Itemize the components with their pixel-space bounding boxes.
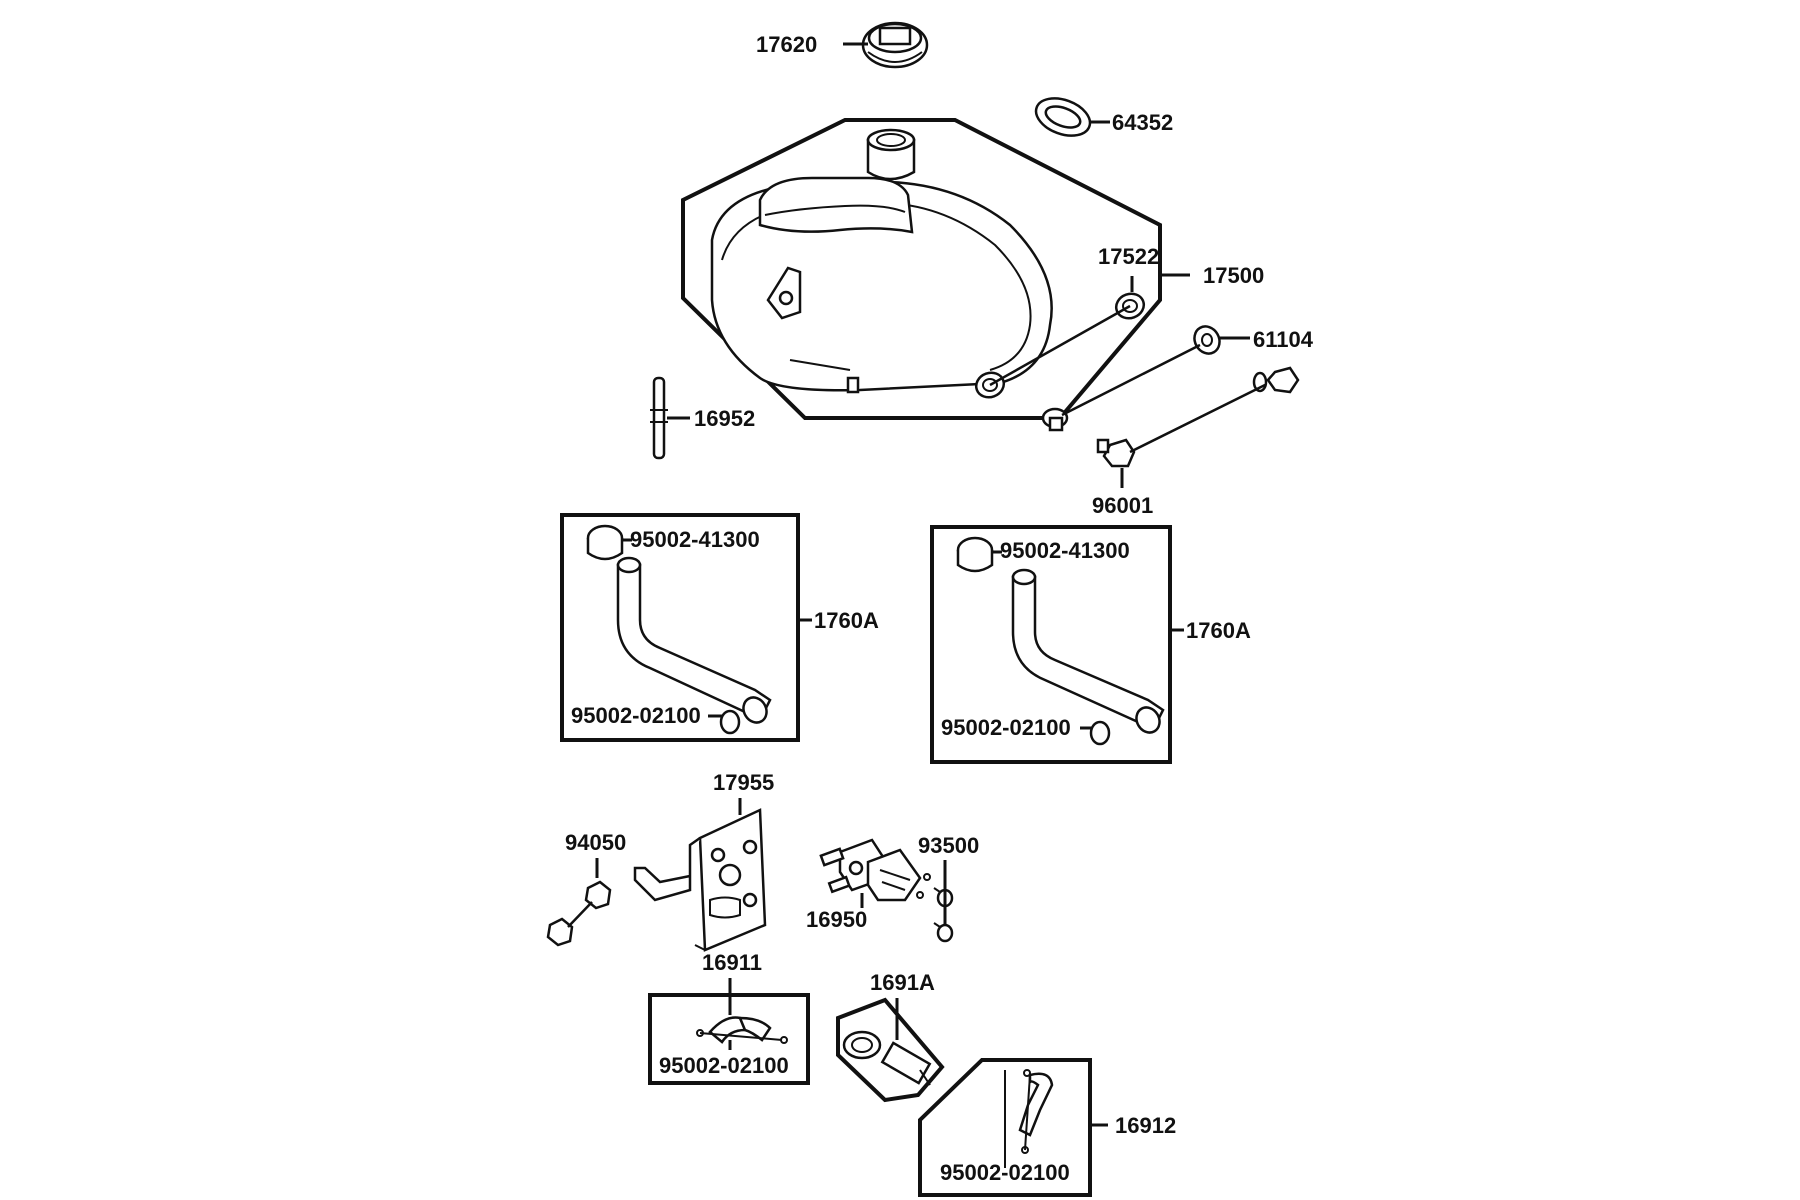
collar-axis-line <box>1061 343 1201 417</box>
label-nut: 94050 <box>565 830 626 855</box>
nut <box>546 880 612 947</box>
screw <box>923 873 954 943</box>
collar <box>1041 325 1221 432</box>
label-tank-grommet: 17522 <box>1098 244 1159 269</box>
hose-16912-frame <box>918 1058 1092 1197</box>
fuel-filter <box>842 1030 932 1086</box>
label-bolt: 96001 <box>1092 493 1153 518</box>
hose-16911 <box>696 1016 788 1044</box>
fuel-filter-frame <box>836 997 945 1103</box>
label-hose-assy-right: 1760A <box>1186 618 1251 643</box>
fuel-cap <box>861 21 929 69</box>
label-clamp-small-left: 95002-02100 <box>571 703 701 728</box>
label-hose-16912: 16912 <box>1115 1113 1176 1138</box>
label-fuel-cap: 17620 <box>756 32 817 57</box>
label-drain-pipe: 16952 <box>694 406 755 431</box>
label-clamp-large-left: 95002-41300 <box>630 527 760 552</box>
hose-16912 <box>1004 1069 1054 1168</box>
label-clamp-large-right: 95002-41300 <box>1000 538 1130 563</box>
fuel-tank <box>710 128 1053 394</box>
hose-assy-right <box>956 536 1165 746</box>
label-hose-assy-left: 1760A <box>814 608 879 633</box>
hose-assy-left-frame <box>560 513 800 742</box>
label-collar: 61104 <box>1253 327 1314 352</box>
grommet-axis-line <box>989 304 1131 387</box>
nut-axis-line <box>567 901 593 928</box>
label-fuel-filter: 1691A <box>870 970 935 995</box>
hose-assy-right-frame <box>930 525 1172 764</box>
label-cap-gasket: 64352 <box>1112 110 1173 135</box>
label-fuel-tank: 17500 <box>1203 263 1264 288</box>
bolt-axis-line <box>1129 383 1266 454</box>
fuel-cock <box>819 838 924 902</box>
hose-assy-left <box>586 524 772 735</box>
label-hose-16911: 16911 <box>702 950 762 975</box>
cap-gasket <box>1034 97 1092 137</box>
label-bracket: 17955 <box>713 770 774 795</box>
drain-pipe <box>650 376 668 460</box>
label-clamp-16911: 95002-02100 <box>659 1053 789 1078</box>
label-clamp-small-right: 95002-02100 <box>941 715 1071 740</box>
bracket <box>633 808 767 952</box>
label-screw: 93500 <box>918 833 979 858</box>
label-fuel-cock: 16950 <box>806 907 867 932</box>
bolt <box>1096 366 1300 468</box>
label-clamp-16912: 95002-02100 <box>940 1160 1070 1185</box>
